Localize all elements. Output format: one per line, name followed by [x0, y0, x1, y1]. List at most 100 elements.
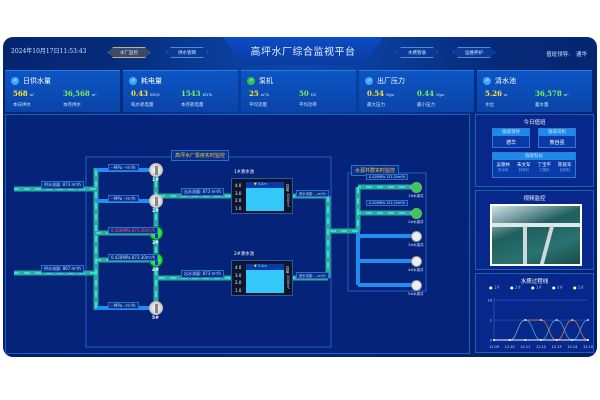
legend-item[interactable]: ● 1# [489, 285, 500, 290]
pump-2-icon[interactable] [149, 194, 163, 208]
kpi-unit: HZ [310, 93, 317, 97]
x-tick-label: 12.11 [520, 345, 530, 349]
outflow-label: 供水流量: 873 m³/h [41, 181, 84, 189]
tank-name: 1#清水池 [234, 170, 255, 175]
well-1-icon[interactable] [411, 182, 422, 193]
x-tick-label: 12.12 [536, 345, 546, 349]
well-name: 5#水源井 [408, 292, 424, 296]
kpi-label: 本月耗电量 [181, 103, 204, 108]
chief-name: 吴德林 [496, 163, 511, 168]
legend-label: 4# [556, 285, 563, 290]
legend-item[interactable]: ● 4# [552, 285, 563, 290]
pump-reading: 0.428MPa 873.30m³/h [108, 254, 159, 261]
tank-water [246, 270, 284, 293]
pump-5-icon[interactable] [149, 301, 163, 315]
well-name: 2#水源井 [408, 220, 424, 224]
y-tick-label: 0 [490, 339, 492, 343]
kpi-label: 平均功率 [299, 103, 317, 108]
kpi-unit: m³ [563, 93, 569, 97]
legend-label: 3# [535, 285, 542, 290]
legend-dot: ● [552, 285, 557, 290]
well-name: 4#水源井 [408, 268, 424, 272]
tank-inflow: 进水流量: ---m³/h [296, 272, 329, 279]
leader-name: 逋华 [575, 52, 587, 58]
kpi-number: 36,568 [63, 89, 90, 98]
kpi-unit: m³ [29, 93, 35, 97]
pump-blade [155, 304, 158, 313]
scale-tick: 2.0 [235, 198, 242, 203]
legend-item[interactable]: ● 5# [573, 285, 584, 290]
kpi-label: 本日供水 [13, 103, 31, 108]
scale-tick: 3.0 [235, 272, 242, 278]
legend-dot: ● [489, 285, 494, 290]
chief-dept: 工程科 [539, 168, 550, 172]
monitor-panel: 高坪水厂泵房实时监控 水源井群实时监控 供水流量: 873 m³/h 供水流量:… [5, 114, 470, 354]
legend-item[interactable]: ● 3# [531, 285, 542, 290]
data-point [524, 319, 527, 321]
nav-billing[interactable]: 水费管收 [396, 47, 438, 58]
series-line-2# [493, 319, 589, 341]
pump-room-title: 高坪水厂泵房实时监控 [171, 150, 230, 161]
x-tick-label: 12.15 [583, 345, 593, 349]
leader-label: 值班领导: [546, 52, 570, 58]
trend-icon: ↗ [365, 77, 373, 85]
kpi-title: 出厂压力 [377, 77, 405, 85]
video-feed[interactable] [490, 204, 582, 266]
legend-item[interactable]: ● 2# [510, 285, 521, 290]
duty-panel: 今日值班 值班领导逋华 值班司机熊自强 值班科长 吴德林供水科朱文军机电科丁宝平… [475, 114, 594, 187]
well-name: 3#水源井 [408, 243, 424, 247]
inflow-label: 出水流量: 873 m³/h [181, 188, 224, 196]
kpi-title: 日供水量 [23, 77, 51, 85]
level-value: 3.2m [257, 264, 267, 268]
duty-driver-box: 值班司机熊自强 [538, 128, 576, 148]
pump-1-icon[interactable] [149, 163, 163, 177]
scale-tick: 2.0 [235, 280, 242, 285]
data-point [587, 339, 589, 341]
data-point [540, 339, 542, 341]
nav-maintenance[interactable]: 运维养护 [453, 47, 495, 58]
tank-inflow: 进水流量: ---m³/h [296, 190, 329, 197]
kpi-label: 本月供水 [63, 103, 81, 108]
chief-dept: 后勤科 [559, 168, 571, 172]
duty-chief: 丁宝平工程科 [538, 162, 552, 173]
legend-label: 2# [514, 285, 521, 290]
well-4-icon[interactable] [411, 256, 422, 267]
data-point [571, 339, 574, 341]
y-tick-label: 1 [490, 319, 492, 323]
kpi-number: 0.43 [131, 89, 149, 98]
kpi-label: 吨水耗电量 [131, 103, 154, 108]
well-2-icon[interactable] [411, 208, 422, 219]
x-tick-label: 12.14 [567, 345, 578, 349]
duty-leader: 值班领导: 逋华 [546, 50, 587, 58]
chief-dept: 供水科 [498, 168, 509, 172]
nav-water-plant[interactable]: 水厂监控 [108, 47, 150, 58]
trend-icon: ↗ [247, 77, 255, 85]
kpi-unit: KW/h [150, 93, 160, 97]
trend-icon: ↗ [11, 77, 19, 85]
data-point [587, 319, 589, 321]
pump-blade [155, 197, 158, 206]
pump-name: 2# [152, 209, 159, 214]
pump-name: 1# [152, 178, 159, 183]
kpi-label: 最小压力 [417, 103, 435, 108]
scale-tick: 3.0 [235, 190, 242, 196]
pump-name: 5# [152, 316, 159, 321]
outflow-label: 供水流量: 867 m³/h [41, 265, 84, 273]
trend-icon: ↗ [483, 77, 491, 85]
well-5-icon[interactable] [411, 280, 422, 291]
duty-chief-label: 值班科长 [493, 153, 575, 160]
duty-chiefs-box: 值班科长 吴德林供水科朱文军机电科丁宝平工程科陈锐军后勤科 [492, 152, 576, 178]
nav-pipe-network[interactable]: 供水管网 [166, 47, 208, 58]
duty-leader-label: 值班领导 [493, 129, 529, 136]
kpi-number: 0.44 [417, 89, 435, 98]
pump-name: 4# [152, 268, 159, 273]
kpi-title: 耗电量 [141, 77, 162, 85]
well-3-icon[interactable] [411, 231, 422, 242]
y-tick-label: 10 [488, 299, 492, 303]
